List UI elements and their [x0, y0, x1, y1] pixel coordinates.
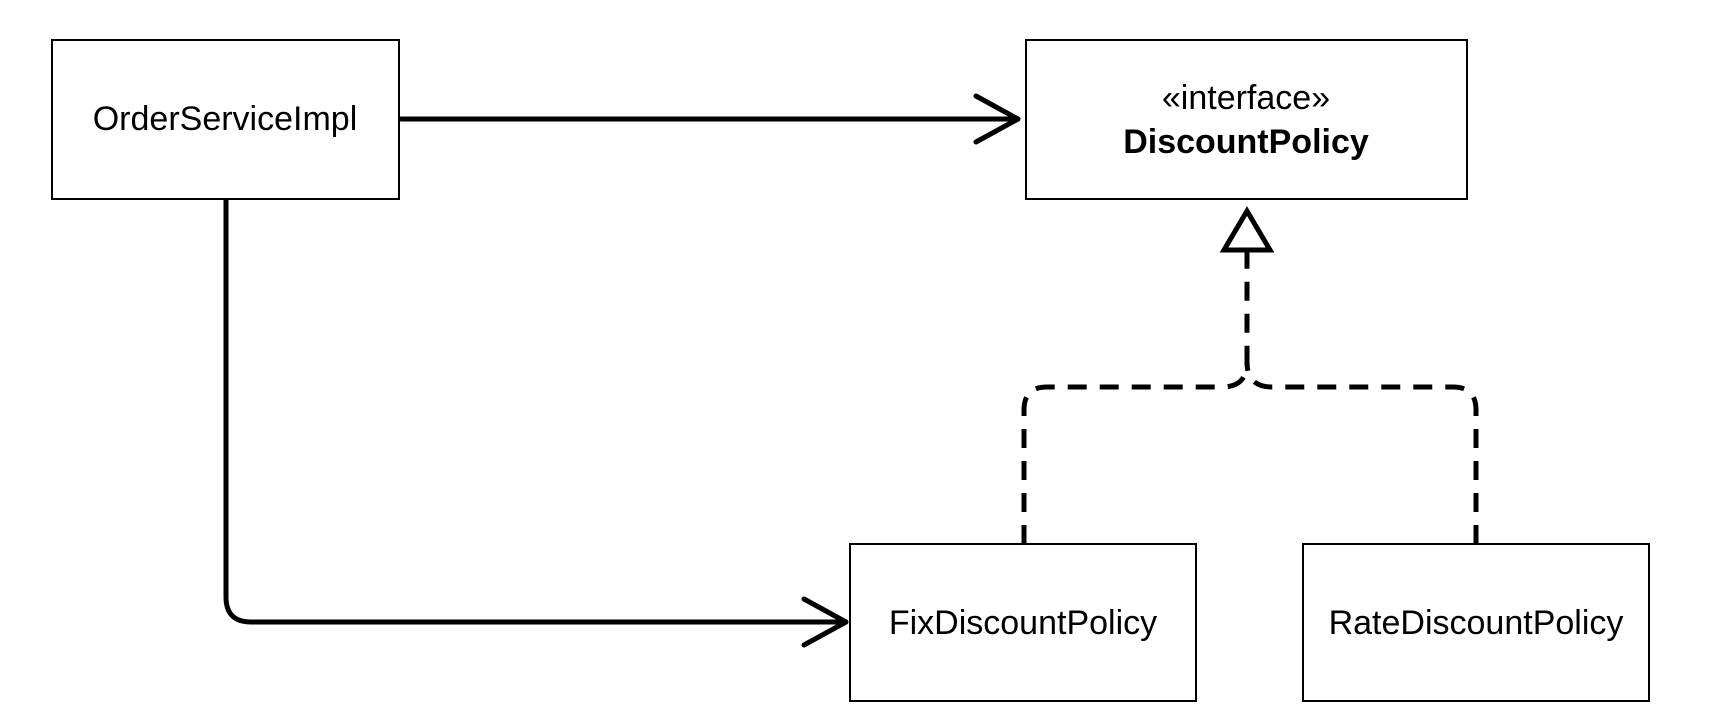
edge-orderserviceimpl-to-fixdiscountpolicy [223, 196, 849, 648]
class-name-fixdiscountpolicy: FixDiscountPolicy [889, 604, 1157, 642]
realization-line-rate [1244, 361, 1479, 544]
class-box-orderserviceimpl[interactable]: OrderServiceImpl [51, 39, 400, 200]
interface-name-discountpolicy: DiscountPolicy [1123, 123, 1369, 161]
edge-realization-to-discountpolicy [1021, 206, 1479, 544]
class-name-ratediscountpolicy: RateDiscountPolicy [1329, 604, 1624, 642]
class-box-discountpolicy[interactable]: «interface» DiscountPolicy [1025, 39, 1468, 200]
open-arrowhead-icon [801, 596, 849, 648]
realization-line-fix [1021, 250, 1250, 544]
open-arrowhead-icon [973, 93, 1021, 145]
stereotype-label: «interface» [1162, 79, 1330, 117]
class-box-ratediscountpolicy[interactable]: RateDiscountPolicy [1302, 543, 1650, 702]
hollow-triangle-icon [1219, 206, 1275, 253]
class-box-fixdiscountpolicy[interactable]: FixDiscountPolicy [849, 543, 1197, 702]
class-name-orderserviceimpl: OrderServiceImpl [93, 100, 358, 138]
edge-orderserviceimpl-to-discountpolicy [398, 93, 1021, 145]
